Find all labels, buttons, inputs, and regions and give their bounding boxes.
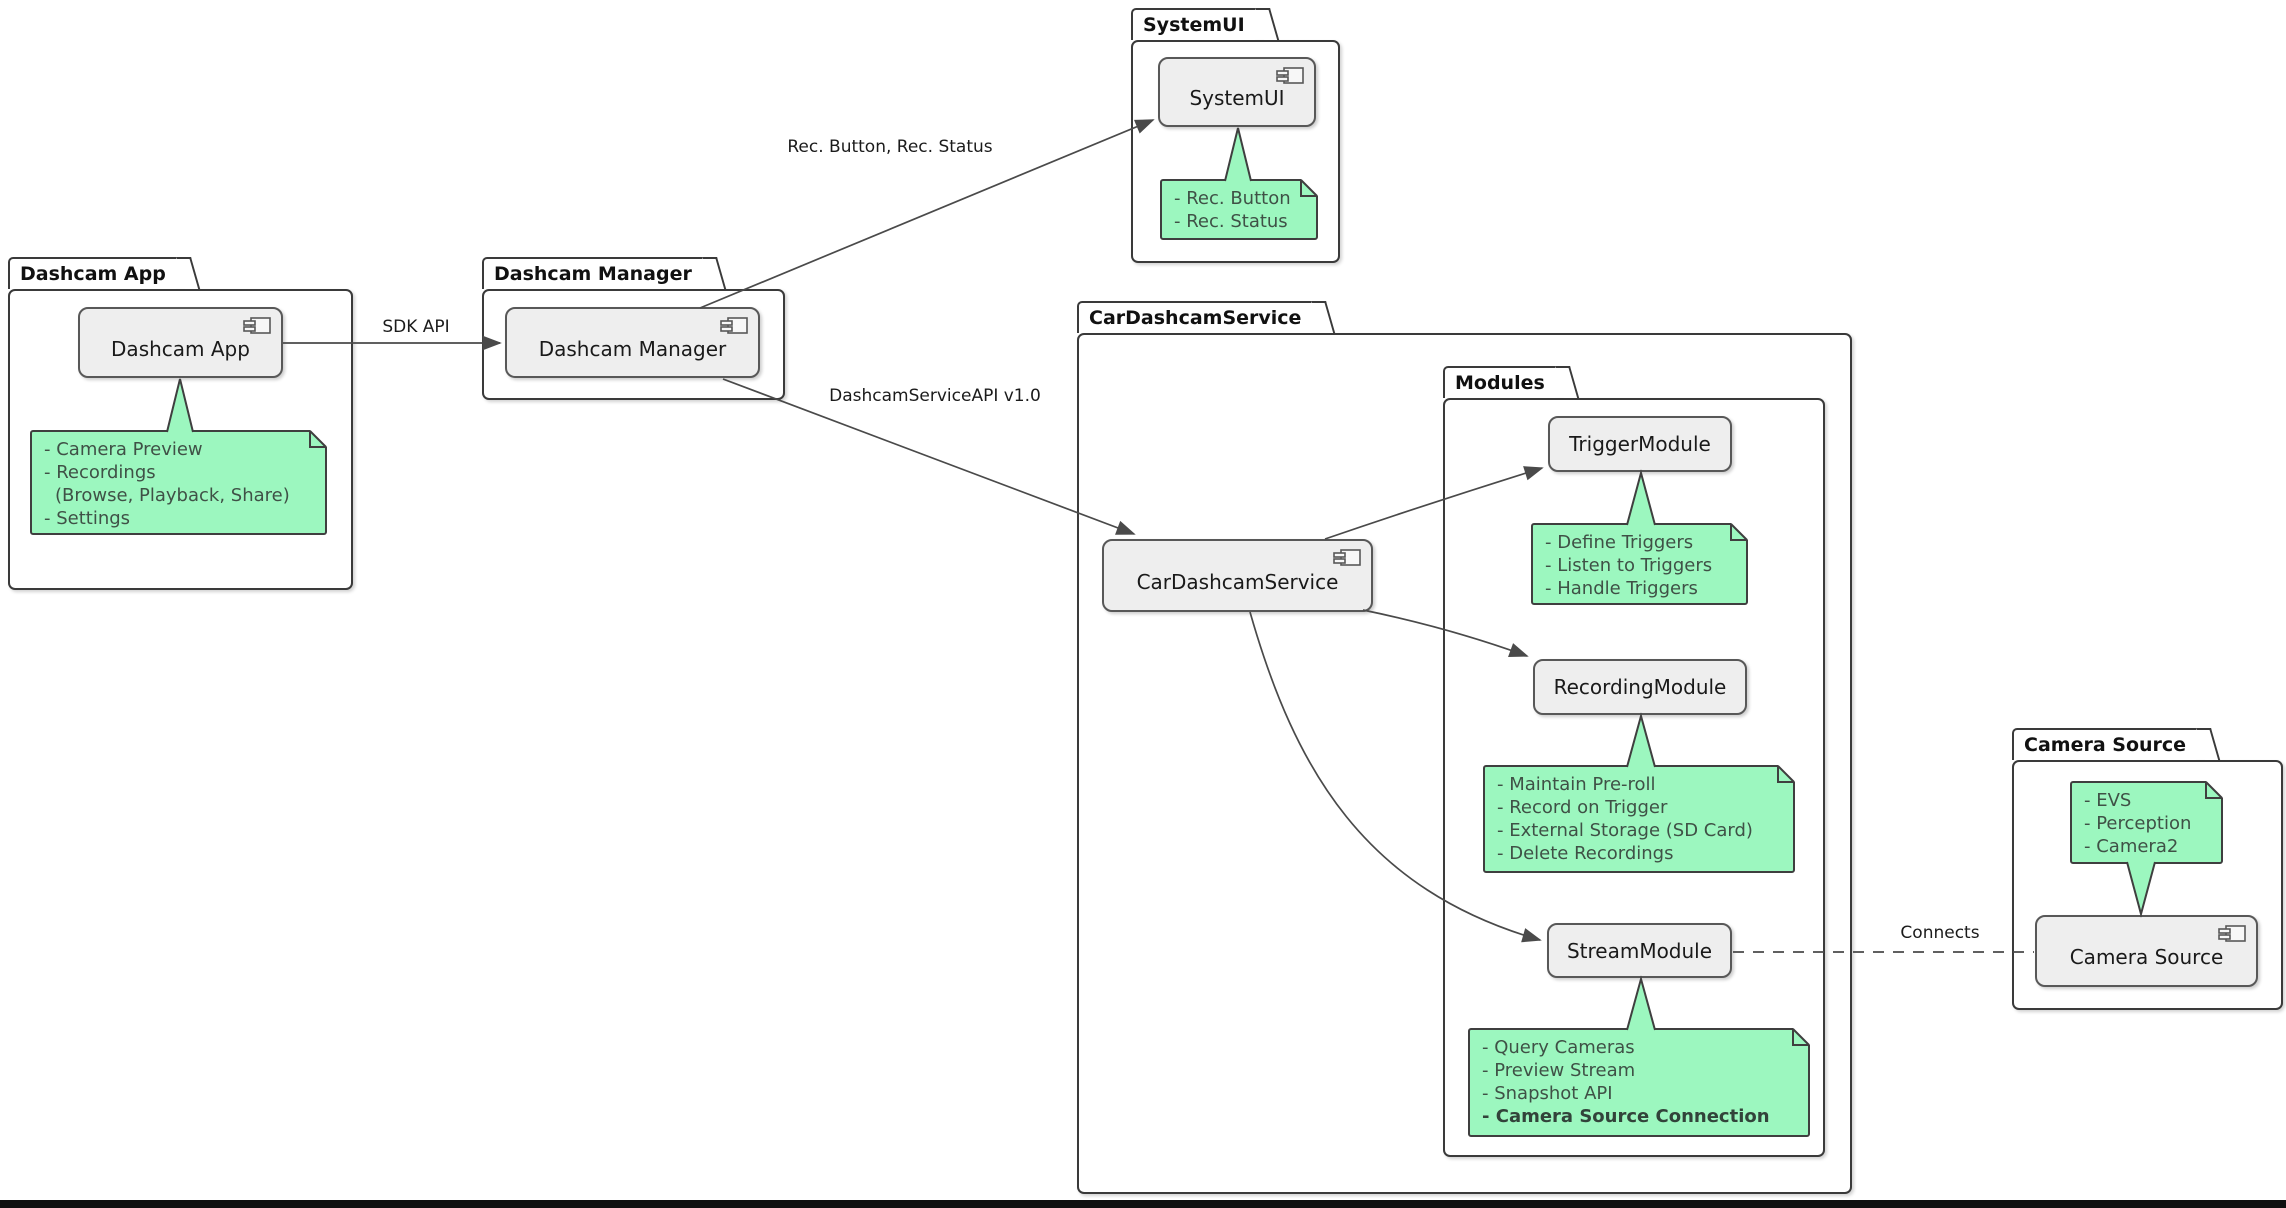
package-tab-modules: Modules — [1443, 366, 1555, 398]
component-dashcam-manager: Dashcam Manager — [505, 307, 760, 378]
note-line: - Handle Triggers — [1545, 578, 1698, 599]
component-label: CarDashcamService — [1136, 569, 1339, 594]
component-dashcam-app: Dashcam App — [78, 307, 283, 378]
edge-label-dashcamserviceapi: DashcamServiceAPI v1.0 — [829, 386, 1041, 406]
note-line: - Query Cameras — [1482, 1037, 1635, 1058]
component-label: Camera Source — [2069, 945, 2224, 969]
package-tab-camera-source: Camera Source — [2012, 728, 2197, 760]
component-streammodule: StreamModule — [1547, 923, 1732, 978]
note-line: - EVS — [2084, 790, 2132, 811]
note-line: - Record on Trigger — [1497, 797, 1668, 818]
note-line: - Settings — [44, 508, 131, 529]
component-icon — [1333, 549, 1361, 566]
edge-label-rec-button-status: Rec. Button, Rec. Status — [787, 137, 993, 157]
note-triggermodule: - Define Triggers - Listen to Triggers -… — [1531, 523, 1748, 605]
package-tab-dashcam-app: Dashcam App — [8, 257, 176, 289]
note-line: - Listen to Triggers — [1545, 555, 1713, 576]
package-tab-cardashcamservice: CarDashcamService — [1077, 301, 1312, 333]
note-line: - Rec. Button — [1174, 188, 1291, 209]
note-line: - Preview Stream — [1482, 1060, 1636, 1081]
note-line: - Camera Source Connection — [1482, 1106, 1770, 1127]
note-camera-source: - EVS - Perception - Camera2 — [2070, 781, 2223, 864]
note-line: - Delete Recordings — [1497, 843, 1674, 864]
component-label: SystemUI — [1189, 86, 1285, 110]
component-label: Dashcam Manager — [538, 336, 727, 361]
component-cardashcamservice: CarDashcamService — [1102, 539, 1373, 612]
note-line: (Browse, Playback, Share) — [55, 485, 290, 506]
note-line: - Perception — [2084, 813, 2192, 834]
component-triggermodule: TriggerModule — [1548, 416, 1732, 472]
note-dashcam-app: - Camera Preview - Recordings (Browse, P… — [30, 430, 327, 535]
package-tab-dashcam-manager: Dashcam Manager — [482, 257, 702, 289]
component-label: TriggerModule — [1569, 432, 1711, 456]
note-line: - Camera Preview — [44, 439, 203, 460]
package-tab-systemui: SystemUI — [1131, 8, 1255, 40]
component-recordingmodule: RecordingModule — [1533, 659, 1747, 715]
component-camera-source: Camera Source — [2035, 915, 2258, 987]
note-line: - Recordings — [44, 462, 156, 483]
bottom-edge-bar — [0, 1200, 2286, 1208]
note-recordingmodule: - Maintain Pre-roll - Record on Trigger … — [1483, 765, 1795, 873]
note-line: - Rec. Status — [1174, 211, 1288, 232]
component-icon — [1276, 67, 1304, 84]
note-line: - Maintain Pre-roll — [1497, 774, 1656, 795]
edge-label-connects: Connects — [1900, 923, 1980, 943]
component-label: Dashcam App — [111, 336, 250, 361]
component-label: RecordingModule — [1553, 675, 1727, 699]
note-line: - External Storage (SD Card) — [1497, 820, 1753, 841]
component-icon — [2218, 925, 2246, 942]
component-label: StreamModule — [1566, 938, 1713, 963]
component-icon — [720, 317, 748, 334]
note-line: - Define Triggers — [1545, 532, 1694, 553]
note-line: - Snapshot API — [1482, 1083, 1613, 1104]
component-icon — [243, 317, 271, 334]
component-systemui: SystemUI — [1158, 57, 1316, 127]
note-streammodule: - Query Cameras - Preview Stream - Snaps… — [1468, 1028, 1810, 1137]
edge-label-sdk-api: SDK API — [382, 317, 450, 337]
note-systemui: - Rec. Button - Rec. Status — [1160, 179, 1318, 240]
note-line: - Camera2 — [2084, 836, 2179, 857]
